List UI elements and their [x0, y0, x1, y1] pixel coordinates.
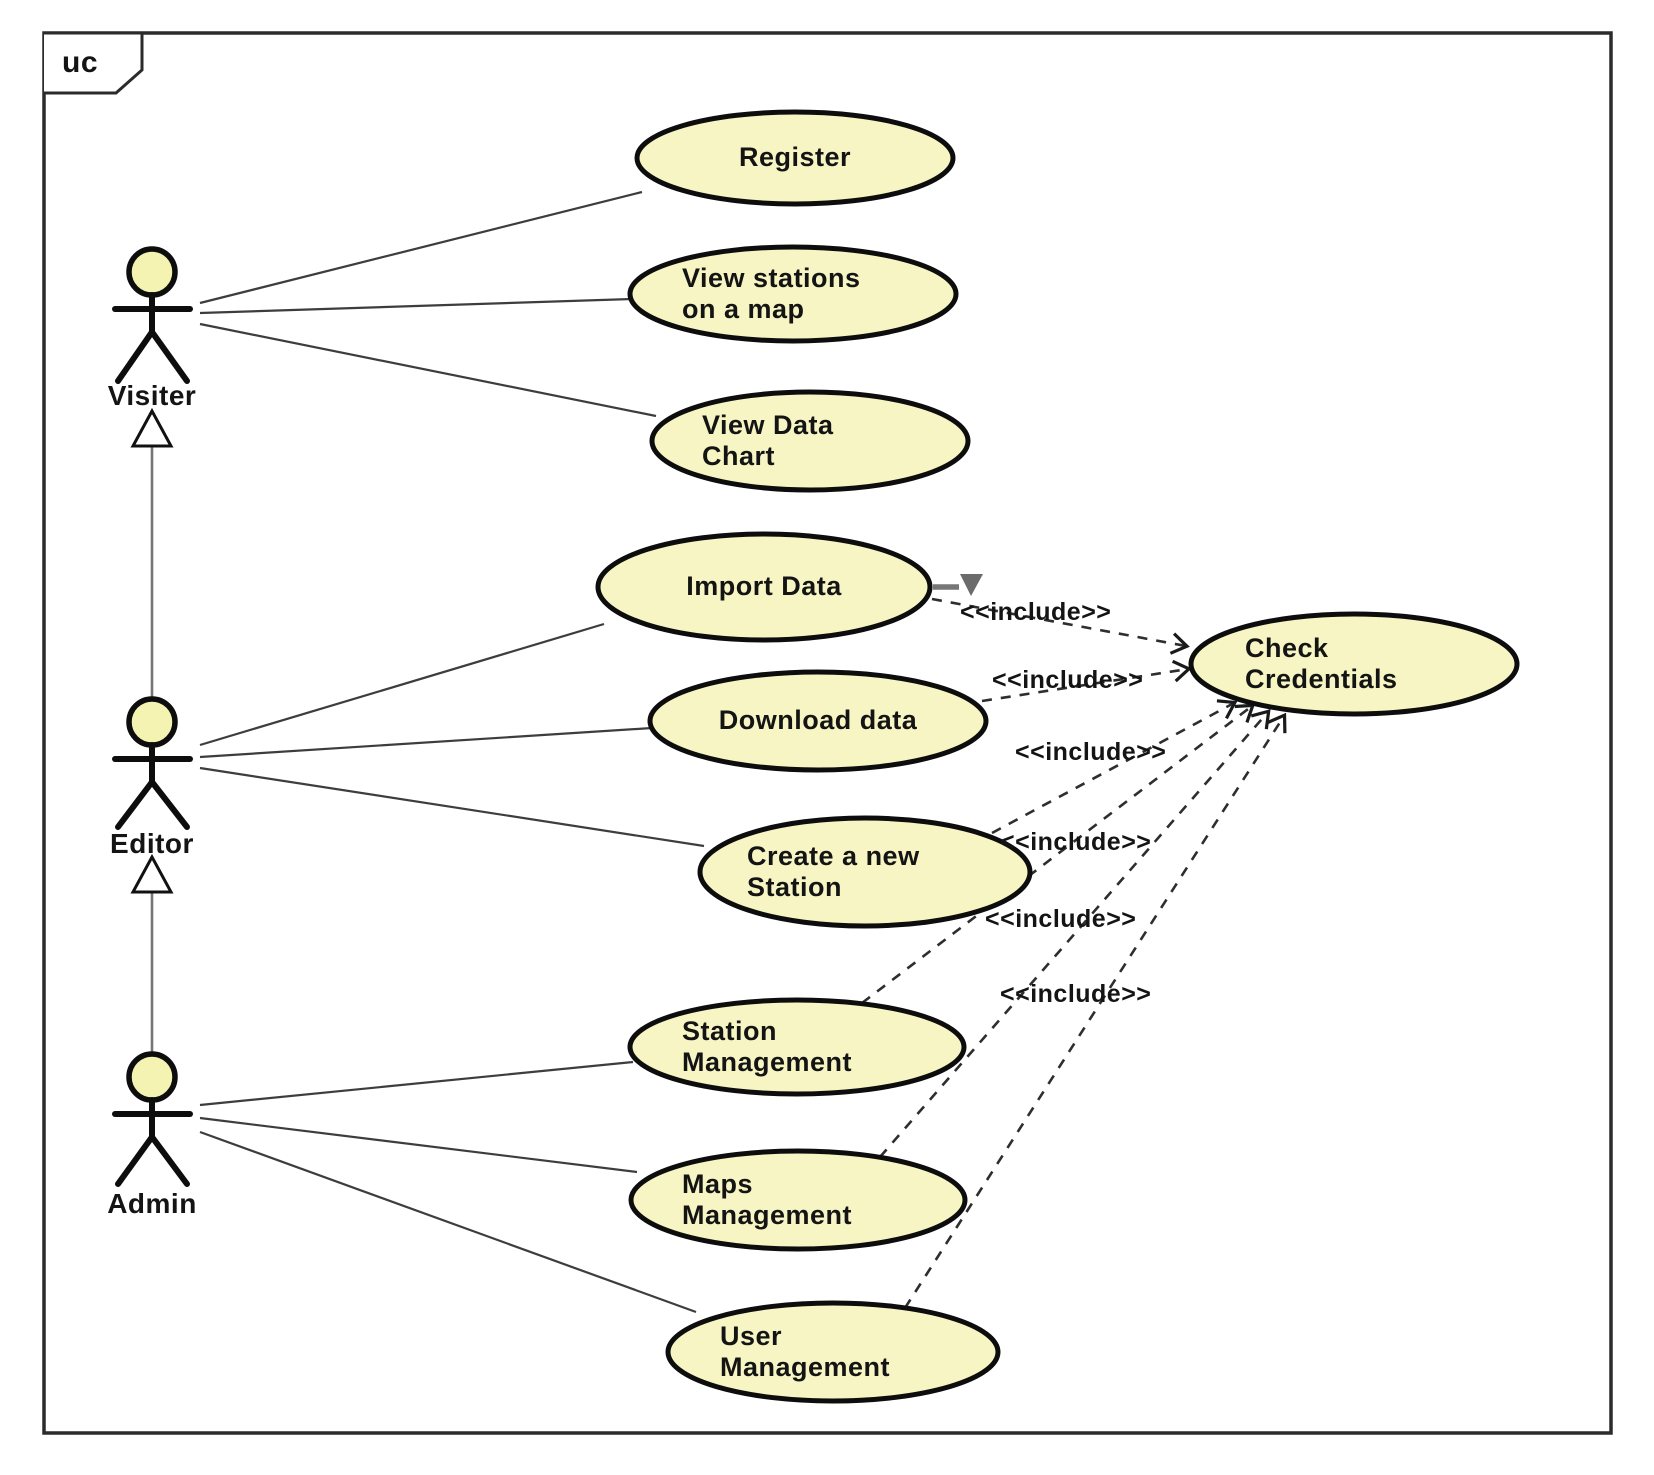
actor-figure-visiter [112, 246, 193, 384]
usecase-label-text: Check Credentials [1245, 632, 1398, 694]
usecase-label-maps-management: Maps Management [631, 1151, 965, 1249]
association-visiter-view-stations [199, 297, 633, 315]
generalization-triangle-icon [130, 853, 174, 894]
include-label-3: <<include>> [1015, 738, 1167, 766]
generalization-editor-visiter [130, 407, 174, 698]
usecase-label-register: Register [637, 112, 953, 204]
usecase-label-text: Import Data [686, 571, 842, 602]
usecase-label-station-management: Station Management [630, 1000, 964, 1094]
association-admin-station-management [199, 1060, 634, 1107]
diagram-frame [42, 31, 1613, 1435]
usecase-view-data-chart [649, 389, 971, 493]
usecase-ellipses [595, 109, 1520, 1404]
association-editor-download-data [199, 726, 653, 759]
association-visiter-register [199, 190, 643, 305]
association-editor-import-data [199, 622, 605, 747]
usecase-station-management [627, 997, 967, 1097]
association-admin-maps-management [199, 1116, 638, 1174]
association-admin-user-management [199, 1130, 697, 1314]
include-maps-management [879, 709, 1271, 1158]
frame-tag-shape [44, 31, 144, 95]
usecase-label-text: View Data Chart [702, 409, 834, 471]
actor-label-visiter: Visiter [107, 380, 197, 411]
generalization-triangle-icon [130, 407, 174, 448]
association-lines [199, 190, 705, 1314]
usecase-label-view-data-chart: View Data Chart [652, 392, 968, 490]
usecase-check-credentials [1188, 611, 1520, 717]
actor-figure-editor [112, 696, 193, 830]
usecase-label-text: Register [738, 142, 852, 173]
include-label-4: <<include>> [1000, 828, 1152, 856]
usecase-label-download-data: Download data [650, 672, 986, 770]
include-label-6: <<include>> [1000, 980, 1152, 1008]
usecase-label-import-data: Import Data [598, 534, 930, 640]
actor-figure-admin [112, 1051, 193, 1187]
include-download-data [981, 659, 1192, 703]
include-create-station [991, 699, 1238, 835]
association-visiter-view-data-chart [199, 322, 657, 418]
usecase-create-station [697, 815, 1033, 929]
include-import-data [931, 597, 1190, 655]
usecase-label-check-credentials: Check Credentials [1191, 614, 1517, 714]
usecase-import-data [595, 531, 933, 643]
usecase-view-stations [627, 244, 959, 344]
include-user-management [903, 712, 1287, 1309]
usecase-label-create-station: Create a new Station [700, 818, 1030, 926]
include-station-management [861, 703, 1256, 1005]
usecase-label-text: User Management [720, 1320, 891, 1382]
usecase-label-user-management: User Management [668, 1303, 998, 1401]
actor-label-editor: Editor [110, 828, 194, 859]
usecase-label-view-stations: View stations on a map [630, 247, 956, 341]
actor-label-admin: Admin [107, 1188, 197, 1219]
usecase-label-text: Station Management [682, 1015, 853, 1077]
usecase-user-management [665, 1300, 1001, 1404]
usecase-label-text: View stations on a map [682, 262, 861, 324]
include-arrows [861, 597, 1287, 1309]
include-label-5: <<include>> [985, 905, 1137, 933]
frame-tag: uc [62, 46, 99, 79]
include-label-1: <<include>> [960, 598, 1112, 626]
usecase-label-text: Download data [718, 705, 918, 736]
include-label-2: <<include>> [992, 666, 1144, 694]
usecase-download-data [647, 669, 989, 773]
generalization-admin-editor [130, 853, 174, 1053]
usecase-label-text: Create a new Station [747, 840, 920, 902]
import-data-pointer-icon [933, 574, 983, 596]
usecase-maps-management [628, 1148, 968, 1252]
usecase-register [634, 109, 956, 207]
association-editor-create-station [199, 766, 705, 848]
usecase-label-text: Maps Management [682, 1168, 853, 1230]
